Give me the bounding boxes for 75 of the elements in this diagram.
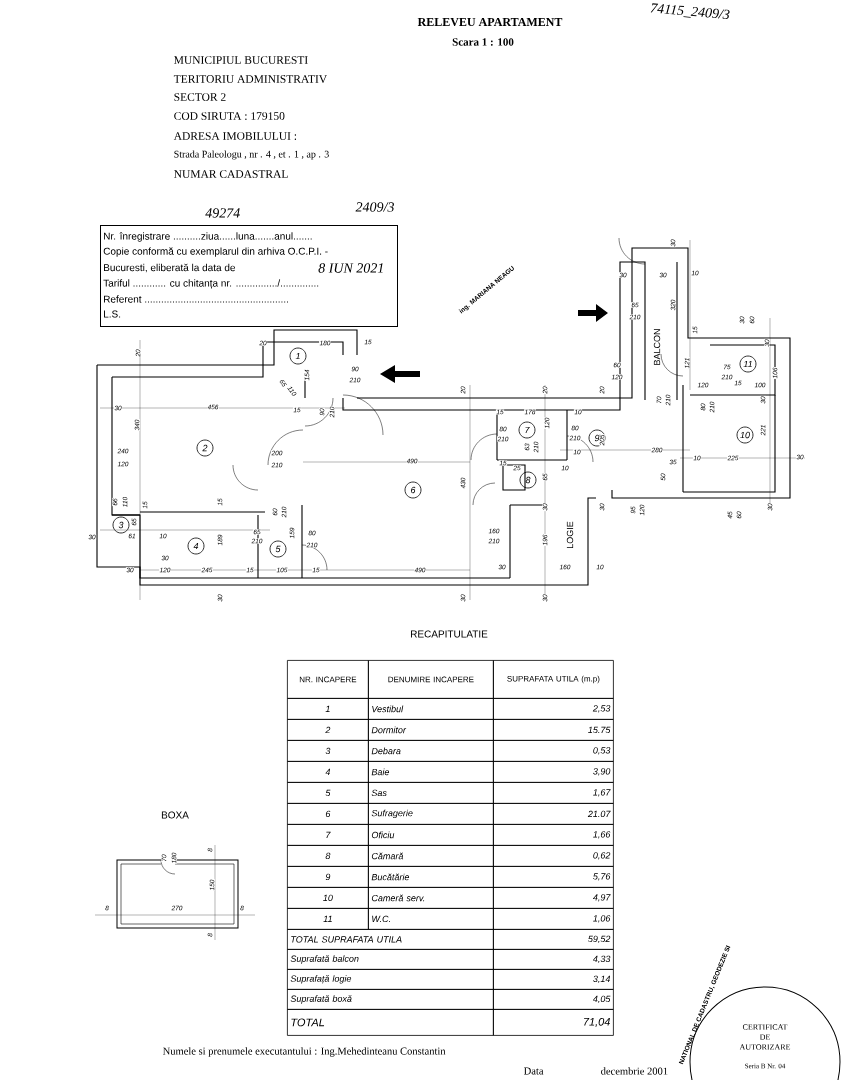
table-cell: 4 bbox=[287, 761, 369, 783]
table-cell: 59,52 bbox=[493, 929, 614, 950]
table-cell: 6 bbox=[287, 803, 369, 825]
node-label: 49274 bbox=[205, 208, 240, 218]
table-cell: 71,04 bbox=[493, 1009, 614, 1036]
table-cell: 5,76 bbox=[493, 866, 614, 888]
room-number: 3 bbox=[112, 516, 130, 534]
table-cell: TOTAL bbox=[287, 1009, 494, 1036]
handwritten-note: 2409/3 bbox=[355, 202, 394, 212]
room-number: 4 bbox=[187, 537, 205, 555]
room-label: BALCON bbox=[653, 329, 661, 365]
room-label: LOGIE bbox=[566, 521, 574, 549]
table-cell: SUPRAFATA UTILA (m.p) bbox=[493, 660, 614, 699]
table-cell: Sufragerie bbox=[368, 803, 494, 825]
address-text: Strada Paleologu , nr . 4 , et . 1 , ap . 3 bbox=[174, 150, 329, 160]
room-number: 5 bbox=[269, 540, 287, 558]
table-cell: Suprafată boxă bbox=[287, 989, 494, 1010]
table-cell: NR. INCAPERE bbox=[287, 660, 369, 699]
table-cell: 8 bbox=[287, 845, 369, 867]
table-cell: Cameră serv. bbox=[368, 887, 494, 909]
table-cell: 3,14 bbox=[493, 969, 614, 990]
table-cell: 11 bbox=[287, 908, 369, 930]
table-cell: Vestibul bbox=[368, 698, 494, 720]
table-cell: 4,05 bbox=[493, 989, 614, 1010]
handwritten-note: 74115_2409/3 bbox=[650, 3, 730, 19]
table-cell: Baie bbox=[368, 761, 494, 783]
heading-text: MUNICIPIUL BUCURESTI bbox=[174, 56, 308, 64]
table-title: BOXA bbox=[161, 811, 189, 819]
room-number: 7 bbox=[518, 421, 536, 439]
room-number: 10 bbox=[736, 426, 754, 444]
room-number: 11 bbox=[739, 355, 757, 373]
footer-text: Numele si prenumele executantului : Ing.Mehedinteanu Constantin bbox=[163, 1047, 446, 1057]
table-cell: 3 bbox=[287, 740, 369, 762]
table-title: RECAPITULATIE bbox=[411, 630, 488, 638]
table-cell: 9 bbox=[287, 866, 369, 888]
heading-text: COD SIRUTA : 179150 bbox=[174, 112, 285, 120]
table-cell: 2 bbox=[287, 719, 369, 741]
table-cell: 3,90 bbox=[493, 761, 614, 783]
table-cell: Cămară bbox=[368, 845, 494, 867]
table-cell: 15.75 bbox=[493, 719, 614, 741]
table-cell: 4,33 bbox=[493, 949, 614, 970]
heading-text: ADRESA IMOBILULUI : bbox=[173, 132, 297, 140]
footer-text: Data bbox=[524, 1067, 544, 1075]
table-cell: 5 bbox=[287, 782, 369, 804]
table-cell: Oficiu bbox=[368, 824, 494, 846]
room-number: 8 bbox=[519, 471, 537, 489]
room-number: 2 bbox=[196, 439, 214, 457]
table-cell: 4,97 bbox=[493, 887, 614, 909]
table-cell: DENUMIRE INCAPERE bbox=[368, 660, 494, 699]
heading-text: NUMAR CADASTRAL bbox=[174, 170, 288, 178]
table-cell: 1,06 bbox=[493, 908, 614, 930]
heading-text: TERITORIU ADMINISTRATIV bbox=[173, 75, 327, 83]
scale-label: Scara 1 : 100 bbox=[452, 38, 514, 46]
table-cell: Dormitor bbox=[368, 719, 494, 741]
table-cell: TOTAL SUPRAFATA UTILA bbox=[287, 929, 494, 950]
table-cell: 0,53 bbox=[493, 740, 614, 762]
table-cell: Bucătărie bbox=[368, 866, 494, 888]
table-cell: Sas bbox=[368, 782, 494, 804]
table-cell: 0,62 bbox=[493, 845, 614, 867]
table-cell: Debara bbox=[368, 740, 494, 762]
title: RELEVEU APARTAMENT bbox=[417, 17, 563, 27]
table-cell: 1,67 bbox=[493, 782, 614, 804]
footer-text: decembrie 2001 bbox=[601, 1067, 668, 1075]
table-cell: 2,53 bbox=[493, 698, 614, 720]
room-number: 1 bbox=[289, 347, 307, 365]
table-cell: 1,66 bbox=[493, 824, 614, 846]
table-cell: 7 bbox=[287, 824, 369, 846]
table-cell: W.C. bbox=[368, 908, 494, 930]
table-cell: Suprafată balcon bbox=[287, 949, 494, 970]
table-cell: 1 bbox=[287, 698, 369, 720]
table-cell: 21.07 bbox=[493, 803, 614, 825]
room-number: 6 bbox=[404, 481, 422, 499]
table-cell: Suprafață logie bbox=[287, 969, 494, 990]
table-cell: 10 bbox=[287, 887, 369, 909]
heading-text: SECTOR 2 bbox=[174, 93, 226, 101]
